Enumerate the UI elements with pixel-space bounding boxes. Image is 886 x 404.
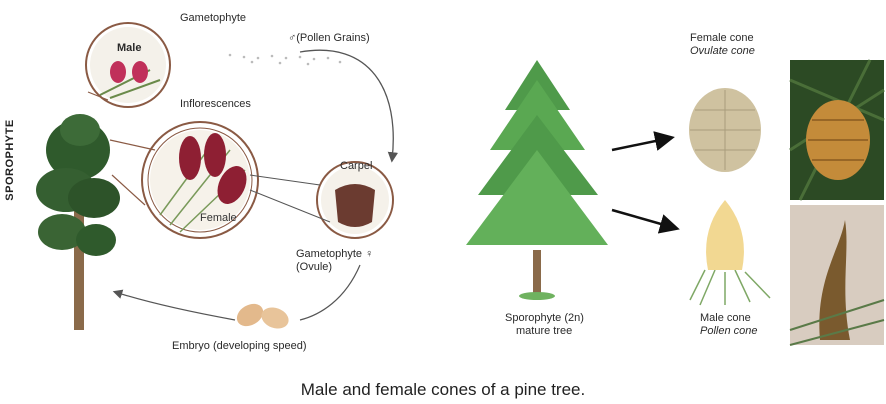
male-cone-illustration (690, 200, 770, 305)
sporophyte-vertical-label: SPOROPHYTE (2, 100, 18, 220)
gametophyte-ovule-label-1: Gametophyte ♀ (296, 248, 373, 260)
sporophyte-text: SPOROPHYTE (4, 119, 16, 200)
inflorescences-label: Inflorescences (180, 98, 251, 110)
male-cone-photo (790, 205, 884, 345)
male-cone-label-2: Pollen cone (700, 325, 758, 337)
female-cone-label-2: Ovulate cone (690, 45, 755, 57)
sporophyte-tree-label-1: Sporophyte (2n) (505, 312, 584, 324)
carpel-circle (317, 162, 393, 238)
pollen-grains-label: ♂(Pollen Grains) (288, 32, 370, 44)
female-cone-label-1: Female cone (690, 32, 754, 44)
pollen-grains-dots (229, 54, 342, 66)
gametophyte-label: Gametophyte (180, 12, 246, 24)
male-label: Male (117, 42, 141, 54)
pine-tree-illustration (36, 114, 120, 330)
mature-tree-illustration (466, 60, 608, 300)
female-cone-illustration (689, 88, 761, 172)
gametophyte-ovule-label-2: (Ovule) (296, 261, 332, 273)
carpel-label: Carpel (340, 160, 372, 172)
male-cone-label-1: Male cone (700, 312, 751, 324)
female-label: Female (200, 212, 237, 224)
embryo-seeds (233, 299, 292, 332)
male-inflorescence-circle (86, 23, 170, 107)
embryo-label: Embryo (developing speed) (172, 340, 307, 352)
female-cone-photo (790, 60, 884, 200)
sporophyte-tree-label-2: mature tree (516, 325, 572, 337)
figure-caption: Male and female cones of a pine tree. (0, 380, 886, 400)
